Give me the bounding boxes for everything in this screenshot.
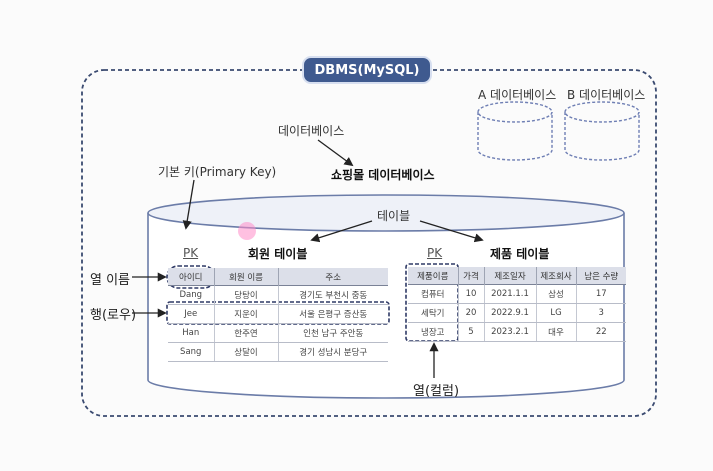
member-table-title: 회원 테이블 [248,247,308,261]
shop-database-title: 쇼핑몰 데이터베이스 [331,168,435,182]
table-cell: 경기 성남시 분당구 [278,342,388,362]
table-cell: 한주연 [214,323,279,343]
arrow-tables-right [419,220,484,243]
dbms-boundary [81,69,657,417]
column-header: 제조일자 [484,267,537,285]
database-b-label: B 데이터베이스 [567,88,646,102]
member-table-pk: PK [183,246,199,260]
table-cell: 10 [458,284,485,304]
product-table-pk: PK [427,246,443,260]
table-cell: 삼성 [536,284,577,304]
database-label: 데이터베이스 [278,124,345,138]
table-cell: LG [536,303,577,323]
database-a-label: A 데이터베이스 [478,88,557,102]
table-cell: 냉장고 [408,322,459,342]
table-cell: 17 [576,284,626,304]
table-cell: 인천 남구 주안동 [278,323,388,343]
column-header: 회원 이름 [214,268,279,286]
arrow-primary-key [182,179,195,230]
table-cell: 20 [458,303,485,323]
database-a-cylinder [477,101,553,161]
table-cell: 상달이 [214,342,279,362]
table-cell: 경기도 부천시 중동 [278,285,388,305]
column-label: 열(컬럼) [413,384,460,399]
table-cell: 서울 은평구 증산동 [278,304,388,324]
table-cell: 22 [576,322,626,342]
table-cell: 2023.2.1 [484,322,537,342]
arrow-tables-left [310,220,373,243]
table-cell: Sang [168,342,215,362]
table-cell: 컴퓨터 [408,284,459,304]
table-cell: 세탁기 [408,303,459,323]
table-cell: 3 [576,303,626,323]
column-name-label: 열 이름 [90,273,131,288]
column-header: 제조회사 [536,267,577,285]
table-cell: 지운이 [214,304,279,324]
arrow-database [317,139,354,167]
product-table-title: 제품 테이블 [490,247,550,261]
mouse-cursor-highlight [238,222,256,240]
table-cell: Dang [168,285,215,305]
column-header: 가격 [458,267,485,285]
row-label: 행(로우) [90,308,137,323]
database-b-cylinder [564,101,640,161]
table-cell: 당탕이 [214,285,279,305]
table-cell: Han [168,323,215,343]
column-header: 주소 [278,268,388,286]
column-header: 아이디 [168,268,215,286]
table-cell: 2021.1.1 [484,284,537,304]
table-cell: 2022.9.1 [484,303,537,323]
primary-key-label: 기본 키(Primary Key) [158,165,277,179]
table-cell: 5 [458,322,485,342]
column-header: 남은 수량 [576,267,626,285]
table-cell: 대우 [536,322,577,342]
dbms-badge: DBMS(MySQL) [302,56,432,84]
table-cell: Jee [168,304,215,324]
tables-label: 테이블 [377,209,411,223]
column-header: 제품이름 [408,267,459,285]
